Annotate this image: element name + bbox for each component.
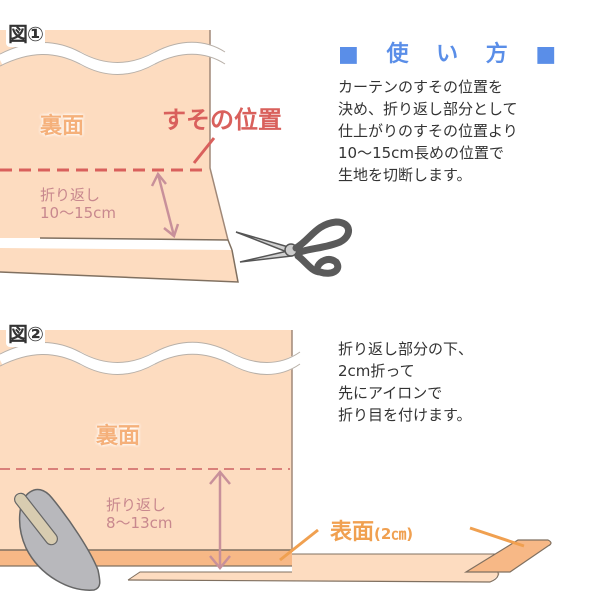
step2-line: 折り返し部分の下、 (338, 340, 474, 358)
figure1-fold-label: 折り返し 10〜15cm (40, 186, 116, 222)
figure1-label: 図① (6, 18, 45, 47)
step2-line: 折り目を付けます。 (338, 406, 472, 424)
front-side-note: (2㎝) (374, 525, 414, 543)
fold-label-line1: 折り返し (106, 496, 167, 514)
front-side-label: 表面(2㎝) (330, 514, 413, 546)
figure1-fabric (0, 30, 239, 283)
double-arrow-icon (150, 171, 180, 239)
step1-line: 決め、折り返し部分として (338, 100, 518, 118)
hem-position-label: すその位置 (162, 106, 282, 134)
step1-line: 生地を切断します。 (338, 166, 472, 184)
step2-line: 2cm折って (338, 362, 415, 380)
step1-line: カーテンのすその位置を (338, 78, 504, 96)
fold-label-line2: 10〜15cm (40, 204, 117, 222)
fold-label-line1: 折り返し (40, 186, 101, 204)
usage-title: ■ 使 い 方 ■ (338, 42, 567, 67)
front-side-text: 表面 (330, 520, 375, 545)
fold-label-line2: 8〜13cm (106, 514, 173, 532)
figure2-fold-label: 折り返し 8〜13cm (106, 496, 173, 532)
step2-description: 折り返し部分の下、 2cm折って 先にアイロンで 折り目を付けます。 (338, 338, 600, 426)
double-arrow-icon (209, 470, 231, 570)
iron-icon (14, 488, 101, 591)
scissors-icon (235, 218, 352, 277)
figure2-back-side-label: 裏面 (96, 424, 141, 449)
figure1-back-side-label: 裏面 (40, 114, 85, 139)
step1-line: 10〜15cm長めの位置で (338, 144, 505, 162)
figure2-label: 図② (6, 318, 45, 347)
step1-line: 仕上がりのすその位置より (338, 122, 518, 140)
step1-description: カーテンのすその位置を 決め、折り返し部分として 仕上がりのすその位置より 10… (338, 76, 600, 186)
step2-line: 先にアイロンで (338, 384, 443, 402)
